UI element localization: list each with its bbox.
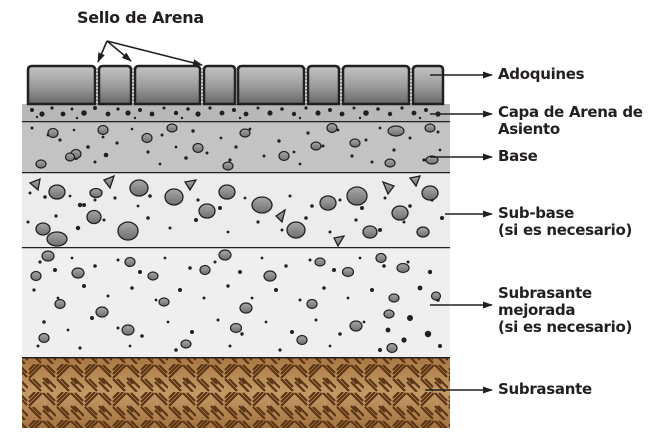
layer-base <box>22 119 450 172</box>
layer-pavers <box>26 64 445 106</box>
label-adoquines: Adoquines <box>498 65 585 83</box>
label-mejorada-line-2: mejorada <box>498 301 576 319</box>
label-subrasante-mejorada: Subrasante mejorada (si es necesario) <box>498 285 632 336</box>
label-capa-arena-asiento: Capa de Arena de Asiento <box>498 104 643 138</box>
layer-leaders <box>425 71 493 394</box>
paver-3 <box>133 64 202 106</box>
layer-subgrade <box>22 355 450 428</box>
layer-improved-subgrade <box>22 245 450 357</box>
label-capa-line-2: Asiento <box>498 120 560 138</box>
label-capa-line-1: Capa de Arena de <box>498 103 643 121</box>
paver-6 <box>306 64 341 106</box>
label-subbase: Sub-base (si es necesario) <box>498 205 632 239</box>
paver-8 <box>411 64 445 106</box>
label-sello-de-arena: Sello de Arena <box>77 8 204 27</box>
layer-bedding-sand <box>22 104 450 121</box>
sand-seal-leaders <box>97 40 203 67</box>
joint-sand <box>96 68 412 104</box>
paver-5 <box>236 64 306 106</box>
paver-4 <box>202 64 237 106</box>
layer-subbase <box>22 170 450 248</box>
label-subbase-line-1: Sub-base <box>498 204 575 222</box>
label-base: Base <box>498 147 538 165</box>
label-subbase-line-2: (si es necesario) <box>498 221 633 239</box>
paver-2 <box>97 64 133 106</box>
paver-7 <box>341 64 411 106</box>
label-mejorada-line-3: (si es necesario) <box>498 318 633 336</box>
label-subrasante: Subrasante <box>498 380 592 398</box>
label-mejorada-line-1: Subrasante <box>498 284 592 302</box>
paver-1 <box>26 64 97 106</box>
